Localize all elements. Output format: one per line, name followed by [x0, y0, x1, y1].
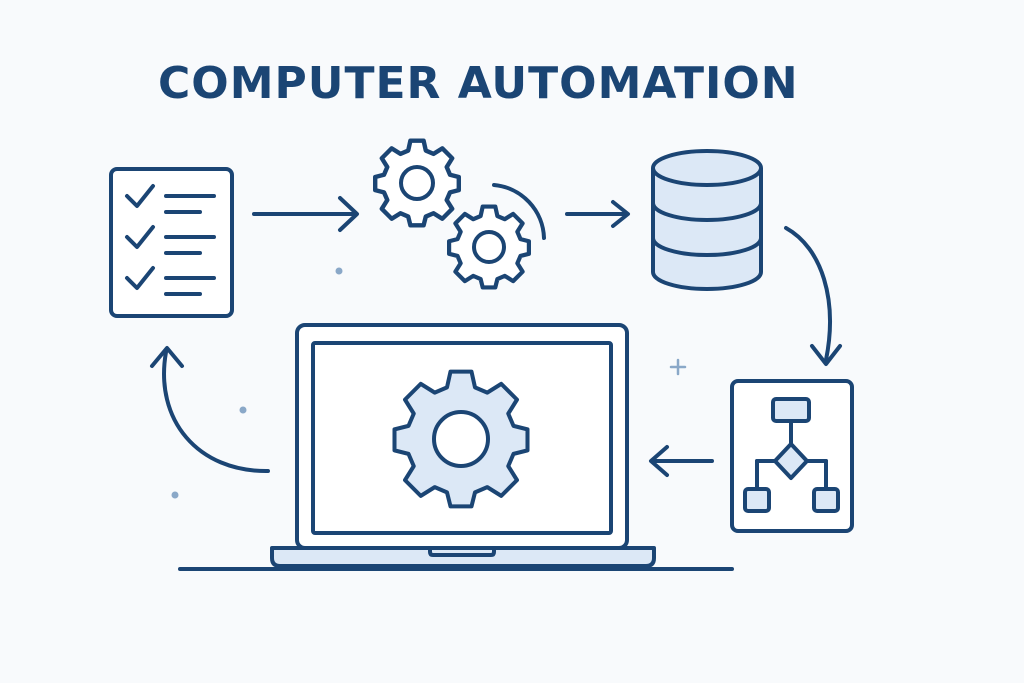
- curved-arrow-icon: [150, 346, 270, 474]
- arrow-right-icon: [565, 200, 630, 228]
- gears-icon: [375, 141, 546, 288]
- flowchart-icon: [730, 379, 854, 533]
- decorative-dots: [171, 267, 343, 499]
- curved-arrow-icon: [784, 226, 842, 366]
- plus-icon: [669, 358, 687, 376]
- checklist-icon: [109, 167, 234, 318]
- diagram-title: COMPUTER AUTOMATION: [158, 58, 799, 109]
- arrow-left-icon: [649, 445, 714, 477]
- arrow-right-icon: [252, 196, 359, 232]
- database-icon: [651, 149, 763, 291]
- gear-icon: [395, 372, 528, 507]
